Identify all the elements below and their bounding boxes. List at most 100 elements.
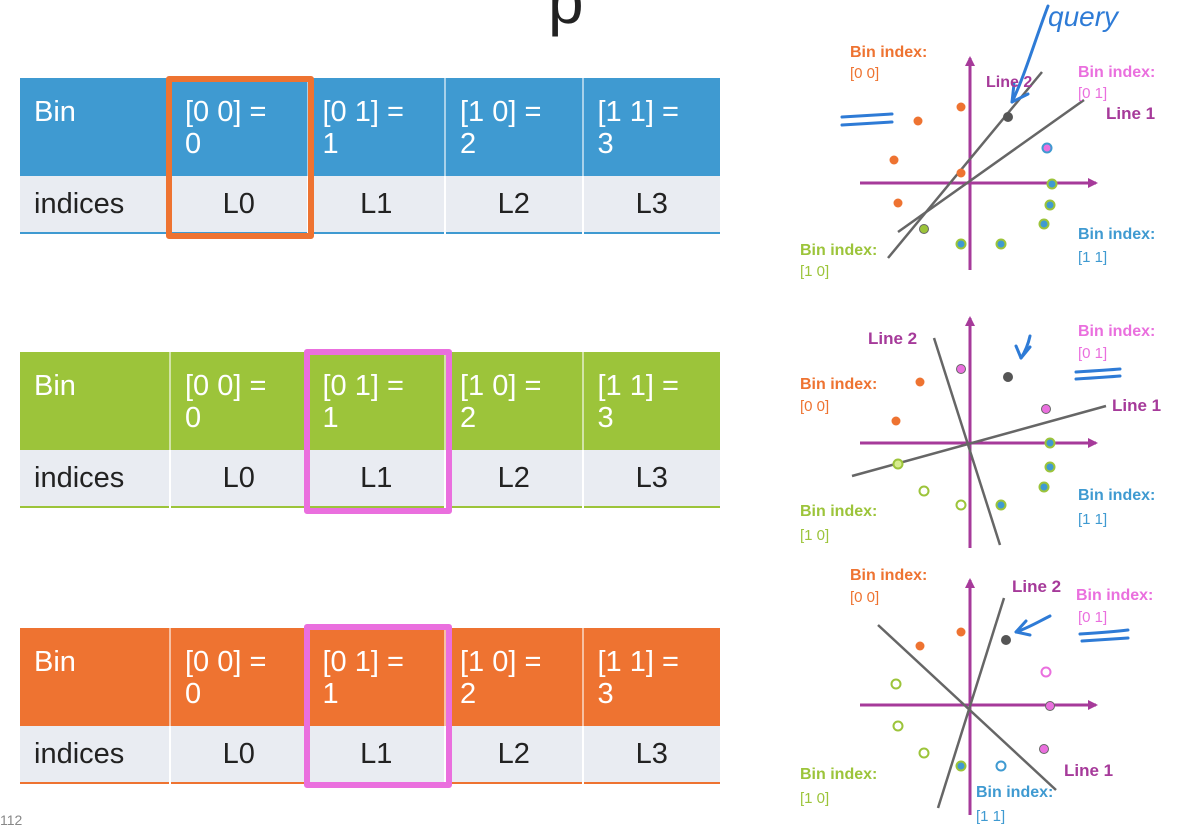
data-point — [995, 238, 1007, 250]
plot-1: query Bin index: [0 0] Bin index: [0 1] … — [800, 1, 1155, 280]
plot-2: Bin index: [0 1] Line 2 Bin index: [0 0]… — [800, 316, 1161, 548]
bin-10-title: Bin index: — [800, 503, 877, 520]
bin-10-value: [1 0] — [800, 790, 829, 807]
arrow-to-query-icon — [1014, 614, 1052, 634]
data-point — [1039, 744, 1049, 754]
query-annotation: query — [1048, 1, 1120, 32]
table-row: indices L0 L1 L2 L3 — [20, 176, 720, 233]
line-2-label: Line 2 — [986, 74, 1032, 91]
bin-diagrams: query Bin index: [0 0] Bin index: [0 1] … — [800, 1, 1161, 825]
scribble-marks — [840, 112, 894, 127]
bin-11-title: Bin index: — [976, 784, 1053, 801]
data-point — [995, 760, 1007, 772]
bin-00-title: Bin index: — [850, 44, 927, 61]
highlight-box-pink — [304, 349, 452, 514]
data-point — [955, 238, 967, 250]
data-point — [956, 102, 966, 112]
bin-10-value: [1 0] — [800, 263, 829, 280]
query-point — [1003, 112, 1013, 122]
arrow-head-icon — [1014, 619, 1032, 637]
data-point — [890, 678, 902, 690]
data-point — [955, 760, 967, 772]
data-point — [913, 116, 923, 126]
row-cell: L2 — [445, 726, 584, 783]
header-cell: [0 1] = 1 — [307, 628, 446, 726]
header-cell: Bin — [20, 78, 171, 176]
data-point — [915, 377, 925, 387]
data-point — [1040, 666, 1052, 678]
header-cell: [1 0] = 2 — [445, 628, 584, 726]
header-cell: [1 0] = 2 — [445, 78, 584, 176]
line-1-label: Line 1 — [1112, 396, 1161, 415]
header-cell: [0 0] = 0 — [170, 352, 309, 450]
highlight-box-orange — [166, 76, 314, 239]
row-cell: indices — [20, 450, 171, 507]
bin-00-title: Bin index: — [850, 567, 927, 584]
arrow-head-icon — [1014, 344, 1032, 360]
header-cell: [0 0] = 0 — [170, 78, 309, 176]
data-point — [1046, 178, 1058, 190]
bin-01-value: [0 1] — [1078, 609, 1107, 626]
row-cell: L3 — [582, 176, 720, 233]
table-row: indices L0 L1 L2 L3 — [20, 726, 720, 783]
header-cell: [0 0] = 0 — [170, 628, 309, 726]
bin-11-title: Bin index: — [1078, 226, 1155, 243]
table-header-row: Bin [0 0] = 0 [0 1] = 1 [1 0] = 2 [1 1] … — [20, 628, 720, 726]
data-point — [918, 485, 930, 497]
bin-table-2: Bin [0 0] = 0 [0 1] = 1 [1 0] = 2 [1 1] … — [20, 352, 720, 508]
row-cell: L2 — [445, 450, 584, 507]
bin-11-value: [1 1] — [1078, 511, 1107, 528]
data-point — [893, 198, 903, 208]
data-point — [956, 168, 966, 178]
page-number: 112 — [0, 812, 23, 828]
scribble-marks — [1074, 367, 1122, 381]
data-point — [1045, 701, 1055, 711]
data-point — [889, 155, 899, 165]
line-1 — [877, 624, 1057, 791]
data-point — [1044, 461, 1056, 473]
bin-10-value: [1 0] — [800, 527, 829, 544]
data-point — [892, 720, 904, 732]
highlight-box-pink — [304, 624, 452, 788]
data-point — [891, 416, 901, 426]
header-cell: [1 0] = 2 — [445, 352, 584, 450]
bin-table-1: Bin [0 0] = 0 [0 1] = 1 [1 0] = 2 [1 1] … — [20, 78, 720, 234]
query-point — [1001, 635, 1011, 645]
slide-title-fragment: p — [548, 0, 584, 37]
row-cell: L3 — [582, 726, 720, 783]
line-2 — [887, 71, 1043, 259]
bin-00-value: [0 0] — [850, 65, 879, 82]
line-1-label: Line 1 — [1064, 761, 1113, 780]
data-point — [918, 747, 930, 759]
header-cell: [0 1] = 1 — [307, 352, 446, 450]
header-cell: Bin — [20, 628, 171, 726]
bin-01-value: [0 1] — [1078, 345, 1107, 362]
bin-11-value: [1 1] — [1078, 249, 1107, 266]
bin-01-title: Bin index: — [1078, 64, 1155, 81]
header-cell: [0 1] = 1 — [307, 78, 446, 176]
header-cell: [1 1] = 3 — [582, 78, 720, 176]
row-cell: L1 — [307, 726, 446, 783]
data-point — [1038, 218, 1050, 230]
table-header-row: Bin [0 0] = 0 [0 1] = 1 [1 0] = 2 [1 1] … — [20, 352, 720, 450]
table-header-row: Bin [0 0] = 0 [0 1] = 1 [1 0] = 2 [1 1] … — [20, 78, 720, 176]
line-2-label: Line 2 — [1012, 577, 1061, 596]
data-point — [1041, 404, 1051, 414]
row-cell: L2 — [445, 176, 584, 233]
scribble-marks — [1078, 628, 1130, 643]
data-point — [956, 627, 966, 637]
bin-00-value: [0 0] — [800, 398, 829, 415]
data-point — [1038, 481, 1050, 493]
bin-01-title: Bin index: — [1078, 323, 1155, 340]
arrow-head-icon — [1010, 82, 1030, 104]
data-point — [919, 224, 929, 234]
data-point — [915, 641, 925, 651]
line-1-label: Line 1 — [1106, 104, 1155, 123]
header-cell: [1 1] = 3 — [582, 628, 720, 726]
row-cell: indices — [20, 176, 171, 233]
bin-00-value: [0 0] — [850, 589, 879, 606]
data-point — [1044, 199, 1056, 211]
data-point — [1041, 142, 1053, 154]
bin-11-title: Bin index: — [1078, 487, 1155, 504]
bin-table-3: Bin [0 0] = 0 [0 1] = 1 [1 0] = 2 [1 1] … — [20, 628, 720, 784]
